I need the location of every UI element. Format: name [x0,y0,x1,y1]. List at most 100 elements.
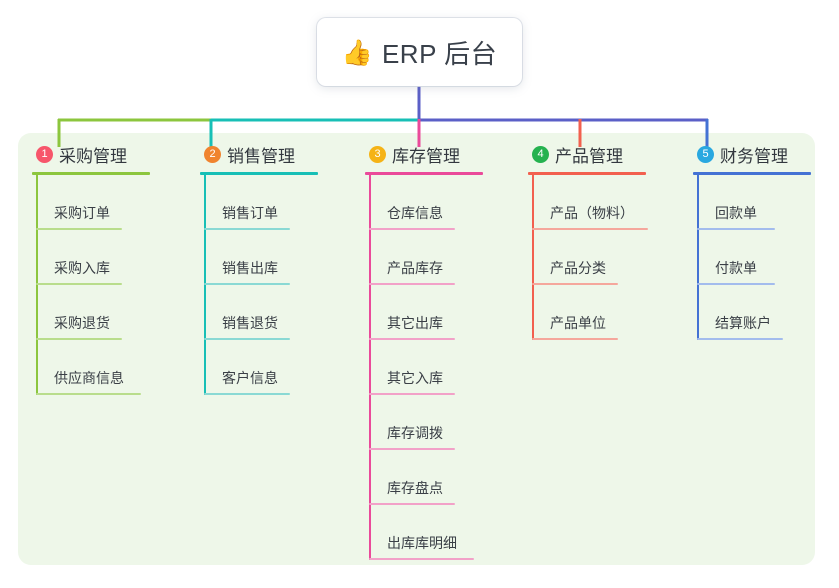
leaf-item[interactable]: 回款单 [693,175,839,230]
branch-title-1: 采购管理 [59,146,127,166]
branch-spine-1 [36,175,38,395]
leaf-label: 采购入库 [54,260,110,276]
leaf-item[interactable]: 销售退货 [200,285,350,340]
leaf-item[interactable]: 库存调拨 [365,395,525,450]
branch-items-1: 采购订单 采购入库 采购退货 供应商信息 [32,175,182,395]
leaf-rule [369,338,455,340]
branch-spine-3 [369,175,371,560]
branch-header-4[interactable]: 4 产品管理 [528,142,688,166]
leaf-label: 仓库信息 [387,205,443,221]
leaf-rule [36,228,122,230]
leaf-label: 销售退货 [222,315,278,331]
leaf-label: 产品库存 [387,260,443,276]
branch-spine-4 [532,175,534,340]
branch-column-2: 2 销售管理 销售订单 销售出库 销售退货 客户信息 [200,142,350,395]
leaf-rule [369,283,455,285]
leaf-item[interactable]: 采购订单 [32,175,182,230]
leaf-label: 销售订单 [222,205,278,221]
branch-title-4: 产品管理 [555,146,623,166]
branch-header-2[interactable]: 2 销售管理 [200,142,350,166]
root-node[interactable]: 👍 ERP 后台 [317,18,522,86]
leaf-rule [369,448,455,450]
leaf-rule [204,338,290,340]
leaf-rule [532,338,618,340]
branch-badge-1: 1 [36,145,53,163]
leaf-label: 出库库明细 [387,535,457,551]
leaf-rule [369,228,455,230]
leaf-rule [36,393,141,395]
leaf-item[interactable]: 采购退货 [32,285,182,340]
leaf-label: 付款单 [715,260,757,276]
branch-column-1: 1 采购管理 采购订单 采购入库 采购退货 供应商信息 [32,142,182,395]
leaf-label: 回款单 [715,205,757,221]
thumbs-up-icon: 👍 [341,37,373,67]
branch-title-3: 库存管理 [392,146,460,166]
branch-header-rule-3 [365,172,483,175]
leaf-item[interactable]: 仓库信息 [365,175,525,230]
leaf-label: 采购订单 [54,205,110,221]
leaf-label: 库存盘点 [387,480,443,496]
leaf-label: 销售出库 [222,260,278,276]
branch-spine-2 [204,175,206,395]
branch-spine-5 [697,175,699,340]
branch-column-3: 3 库存管理 仓库信息 产品库存 其它出库 其它入库 库存调拨 [365,142,525,560]
leaf-rule [36,338,122,340]
branch-items-2: 销售订单 销售出库 销售退货 客户信息 [200,175,350,395]
branch-items-5: 回款单 付款单 结算账户 [693,175,839,340]
branch-badge-2: 2 [204,145,221,163]
leaf-rule [369,558,474,560]
leaf-item[interactable]: 其它出库 [365,285,525,340]
leaf-label: 其它出库 [387,315,443,331]
leaf-item[interactable]: 付款单 [693,230,839,285]
branch-header-rule-1 [32,172,150,175]
leaf-item[interactable]: 产品分类 [528,230,688,285]
leaf-rule [697,228,775,230]
leaf-rule [369,503,455,505]
branch-items-4: 产品（物料） 产品分类 产品单位 [528,175,688,340]
leaf-rule [204,283,290,285]
leaf-label: 产品分类 [550,260,606,276]
leaf-rule [204,228,290,230]
leaf-label: 产品（物料） [550,205,634,221]
leaf-item[interactable]: 产品（物料） [528,175,688,230]
branch-header-5[interactable]: 5 财务管理 [693,142,839,166]
branch-badge-5: 5 [697,145,714,163]
leaf-rule [697,338,783,340]
branch-column-4: 4 产品管理 产品（物料） 产品分类 产品单位 [528,142,688,340]
branch-badge-3: 3 [369,145,386,163]
branch-items-3: 仓库信息 产品库存 其它出库 其它入库 库存调拨 库存盘点 [365,175,525,560]
leaf-item[interactable]: 产品库存 [365,230,525,285]
leaf-rule [36,283,122,285]
leaf-label: 采购退货 [54,315,110,331]
branch-header-3[interactable]: 3 库存管理 [365,142,525,166]
leaf-item[interactable]: 销售订单 [200,175,350,230]
branch-header-rule-5 [693,172,811,175]
leaf-rule [697,283,775,285]
leaf-item[interactable]: 结算账户 [693,285,839,340]
branch-title-5: 财务管理 [720,146,788,166]
leaf-item[interactable]: 出库库明细 [365,505,525,560]
leaf-label: 客户信息 [222,370,278,386]
branch-header-rule-4 [528,172,646,175]
leaf-item[interactable]: 其它入库 [365,340,525,395]
branch-title-2: 销售管理 [227,146,295,166]
leaf-item[interactable]: 产品单位 [528,285,688,340]
leaf-item[interactable]: 库存盘点 [365,450,525,505]
leaf-item[interactable]: 销售出库 [200,230,350,285]
leaf-rule [532,283,618,285]
root-title: ERP 后台 [381,38,498,69]
branch-header-1[interactable]: 1 采购管理 [32,142,182,166]
leaf-rule [532,228,648,230]
leaf-item[interactable]: 供应商信息 [32,340,182,395]
leaf-item[interactable]: 客户信息 [200,340,350,395]
leaf-label: 结算账户 [715,315,771,331]
leaf-item[interactable]: 采购入库 [32,230,182,285]
branch-header-rule-2 [200,172,318,175]
leaf-label: 供应商信息 [54,370,124,386]
leaf-rule [204,393,290,395]
branch-column-5: 5 财务管理 回款单 付款单 结算账户 [693,142,839,340]
leaf-rule [369,393,455,395]
leaf-label: 其它入库 [387,370,443,386]
diagram-card-background [18,133,815,565]
